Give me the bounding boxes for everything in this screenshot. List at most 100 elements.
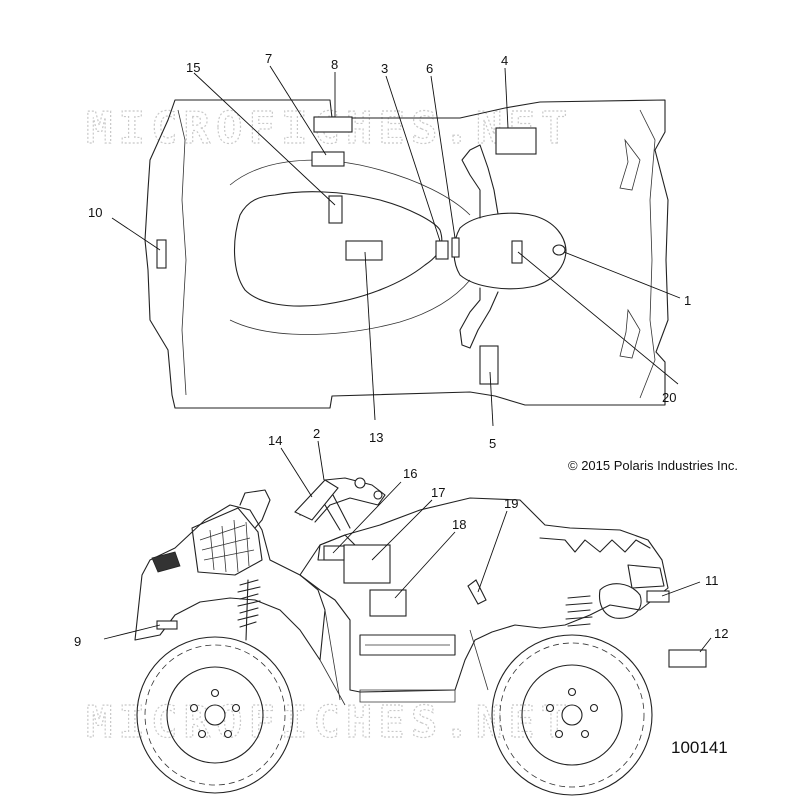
front-rack-lower bbox=[619, 308, 641, 359]
decal-14 bbox=[294, 479, 339, 521]
decal-7 bbox=[311, 151, 345, 167]
front-shock-body bbox=[245, 579, 249, 641]
front-fender-side bbox=[134, 504, 326, 661]
watermark-bottom: MICROFICHES.NET bbox=[86, 697, 573, 748]
grille-slats bbox=[199, 519, 255, 573]
decal-13 bbox=[345, 240, 383, 261]
seat-outline bbox=[233, 191, 443, 307]
steering-column bbox=[321, 494, 351, 531]
leader-1 bbox=[563, 251, 681, 299]
front-tire bbox=[136, 636, 294, 794]
atv-top-view bbox=[144, 99, 669, 409]
air-intake-snorkel bbox=[239, 489, 271, 529]
leader-14 bbox=[280, 447, 313, 498]
decal-4 bbox=[495, 127, 537, 155]
callout-17: 17 bbox=[431, 485, 445, 500]
footwell-ribs bbox=[359, 644, 456, 703]
leader-17 bbox=[371, 499, 433, 561]
top-view-body-outline bbox=[144, 99, 669, 409]
callout-1: 1 bbox=[684, 293, 691, 308]
leader-4 bbox=[504, 67, 509, 129]
leader-19 bbox=[477, 510, 508, 593]
decal-10 bbox=[156, 239, 167, 269]
rear-lug-nut bbox=[554, 729, 564, 739]
front-shock-spring bbox=[237, 579, 261, 628]
leader-11 bbox=[661, 581, 701, 597]
decal-9 bbox=[156, 620, 178, 630]
callout-20: 20 bbox=[662, 390, 676, 405]
front-lug-nut bbox=[210, 688, 220, 698]
callout-labels: 15 7 8 3 6 4 10 1 20 13 5 14 2 16 17 18 … bbox=[74, 51, 728, 649]
rear-shock-spring bbox=[565, 595, 593, 627]
callout-5: 5 bbox=[489, 436, 496, 451]
handlebar-top-left bbox=[461, 144, 499, 219]
figure-number: 100141 bbox=[671, 738, 728, 757]
side-view-leaders bbox=[103, 440, 712, 653]
callout-18: 18 bbox=[452, 517, 466, 532]
footwell bbox=[359, 634, 456, 656]
leader-18 bbox=[394, 531, 456, 599]
callout-4: 4 bbox=[501, 53, 508, 68]
callout-7: 7 bbox=[265, 51, 272, 66]
rear-tire bbox=[491, 634, 653, 796]
decal-3 bbox=[435, 240, 449, 260]
front-light-housing bbox=[151, 551, 181, 573]
rear-lug-nut bbox=[580, 729, 590, 739]
leader-13 bbox=[364, 251, 376, 421]
leader-20 bbox=[517, 251, 679, 385]
callout-11: 11 bbox=[705, 573, 719, 588]
decal-20 bbox=[511, 240, 523, 264]
callout-9: 9 bbox=[74, 634, 81, 649]
fuel-tank-outline bbox=[453, 212, 567, 290]
leader-9 bbox=[103, 624, 161, 640]
callout-14: 14 bbox=[268, 433, 282, 448]
callout-2: 2 bbox=[313, 426, 320, 441]
leader-7 bbox=[269, 65, 327, 156]
side-body-outline bbox=[299, 497, 669, 693]
rear-tire-tread bbox=[499, 642, 645, 788]
rear-fender-edge bbox=[177, 109, 187, 396]
decal-11 bbox=[646, 590, 670, 603]
callout-19: 19 bbox=[504, 496, 518, 511]
decal-12 bbox=[668, 649, 707, 668]
leader-2 bbox=[317, 440, 325, 481]
callout-8: 8 bbox=[331, 57, 338, 72]
atv-side-view bbox=[134, 477, 707, 796]
decal-18 bbox=[369, 589, 407, 617]
front-hub bbox=[204, 704, 226, 726]
leader-6 bbox=[430, 75, 456, 239]
rear-lug-nut bbox=[589, 703, 599, 713]
decal-5 bbox=[479, 345, 499, 385]
leader-10 bbox=[111, 217, 161, 251]
front-tire-tread bbox=[144, 644, 286, 786]
top-view-leaders bbox=[111, 65, 681, 427]
front-rim bbox=[166, 666, 264, 764]
leader-3 bbox=[385, 75, 441, 242]
callout-16: 16 bbox=[403, 466, 417, 481]
decal-17 bbox=[343, 544, 391, 584]
callout-13: 13 bbox=[369, 430, 383, 445]
decal-6 bbox=[451, 237, 460, 258]
front-grille bbox=[191, 507, 263, 576]
decal-8 bbox=[313, 116, 353, 133]
front-fender-edge bbox=[639, 109, 656, 399]
decal-16 bbox=[323, 545, 345, 561]
rear-taillight bbox=[627, 564, 665, 589]
leader-15 bbox=[193, 72, 336, 206]
handlebar-grip-end bbox=[354, 477, 366, 489]
handlebar-control bbox=[373, 490, 383, 500]
handlebar-top-right bbox=[459, 287, 499, 349]
callout-15: 15 bbox=[186, 60, 200, 75]
side-frame-lines bbox=[319, 609, 489, 706]
front-lug-nut bbox=[223, 729, 233, 739]
rear-lug-nut bbox=[545, 703, 555, 713]
callout-3: 3 bbox=[381, 61, 388, 76]
front-rack-upper bbox=[619, 138, 641, 191]
leader-5 bbox=[489, 371, 494, 427]
callout-6: 6 bbox=[426, 61, 433, 76]
rear-hub bbox=[561, 704, 583, 726]
rear-rack bbox=[539, 537, 651, 553]
front-lug-nut bbox=[231, 703, 241, 713]
decal-19 bbox=[467, 579, 487, 605]
